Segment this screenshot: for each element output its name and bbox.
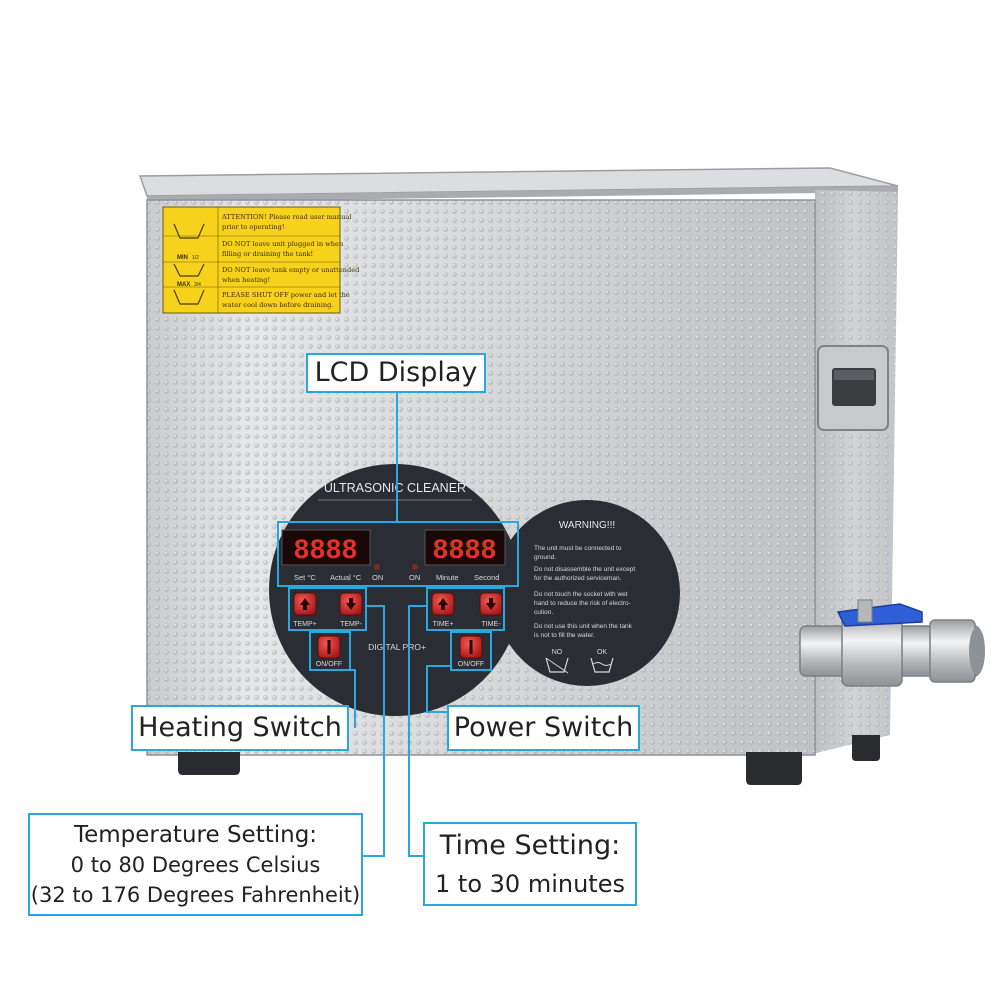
tank-lid-rim	[138, 167, 899, 202]
display-label-minute: Minute	[436, 573, 459, 582]
power-onoff-button[interactable]: ON/OFF	[458, 635, 484, 668]
warning-line: Do not touch the socket with wet	[534, 591, 628, 598]
display-label-actual: Actual °C	[330, 573, 362, 582]
time-plus-button[interactable]: TIME+	[431, 592, 455, 628]
power-onoff-label: ON/OFF	[458, 661, 484, 668]
warning-panel-title: WARNING!!!	[559, 520, 615, 531]
time-setting-callout: Time Setting: 1 to 30 minutes	[423, 822, 637, 906]
arrow-up-icon	[438, 598, 448, 610]
time-minus-label: TIME-	[481, 621, 501, 628]
warning-line: Do not disassemble the unit except	[534, 566, 635, 573]
warning-line: Do not use this unit when the tank	[534, 623, 633, 630]
temperature-led-digits: 8888	[294, 534, 358, 564]
time-callout-line: 1 to 30 minutes	[435, 870, 625, 898]
warning-panel: WARNING!!! The unit must be connected to…	[494, 500, 680, 686]
temperature-callout-line: Temperature Setting:	[73, 822, 318, 848]
drain-valve	[799, 599, 985, 687]
heat-onoff-label: ON/OFF	[316, 661, 342, 668]
display-label-set: Set °C	[294, 573, 316, 582]
heating-onoff-button[interactable]: ON/OFF	[316, 635, 342, 668]
lcd-display-callout: LCD Display	[306, 353, 486, 393]
display-label-on: ON	[372, 573, 383, 582]
sticker-line: prior to operating!	[222, 223, 284, 231]
temp-plus-label: TEMP+	[293, 621, 317, 628]
sticker-max-fraction: 3/4	[194, 282, 201, 288]
sticker-line: PLEASE SHUT OFF power and let the	[222, 291, 350, 299]
time-minus-button[interactable]: TIME-	[479, 592, 503, 628]
warning-line: cution.	[534, 609, 553, 616]
lcd-display-callout-text: LCD Display	[314, 357, 478, 388]
temp-minus-button[interactable]: TEMP-	[339, 592, 363, 628]
ok-label: OK	[597, 649, 607, 656]
sticker-line: filling or draining the tank!	[222, 250, 313, 258]
heating-switch-callout-text: Heating Switch	[138, 712, 342, 743]
sticker-max-label: MAX	[177, 282, 190, 288]
time-led-display	[424, 529, 506, 566]
warning-sticker: MIN 1/2 MAX 3/4 ATTENTION! Please read u…	[162, 206, 360, 314]
model-label: DIGITAL PRO+	[368, 642, 426, 652]
tank-max-icon	[173, 289, 205, 305]
sticker-line: DO NOT leave unit plugged in when	[222, 240, 344, 248]
temperature-setting-callout: Temperature Setting: 0 to 80 Degrees Cel…	[28, 813, 363, 916]
brand-label: ULTRASONIC CLEANER	[324, 481, 466, 495]
side-carry-handle	[817, 345, 889, 431]
heat-indicator-led	[374, 564, 380, 570]
temp-minus-label: TEMP-	[340, 621, 362, 628]
tank-min-icon	[173, 223, 205, 239]
temperature-callout-line: 0 to 80 Degrees Celsius	[70, 853, 321, 877]
display-label-second: Second	[474, 573, 499, 582]
temp-plus-button[interactable]: TEMP+	[293, 592, 317, 628]
warning-line: ground.	[534, 554, 556, 561]
display-label-on: ON	[409, 573, 420, 582]
tank-empty-icon	[545, 657, 569, 673]
time-callout-line: Time Setting:	[439, 830, 621, 861]
annotation-leaders	[277, 391, 519, 857]
arrow-down-icon	[346, 598, 356, 610]
heating-switch-callout: Heating Switch	[131, 705, 349, 751]
time-plus-label: TIME+	[433, 621, 454, 628]
temperature-callout-line: (32 to 176 Degrees Fahrenheit)	[30, 883, 361, 907]
sticker-line: when heating!	[222, 276, 270, 284]
no-label: NO	[552, 649, 563, 656]
power-switch-callout-text: Power Switch	[453, 712, 634, 743]
tank-full-icon	[590, 657, 614, 673]
warning-line: The unit must be connected to	[534, 545, 622, 552]
sticker-min-fraction: 1/2	[192, 255, 199, 261]
time-led-digits: 8888	[433, 534, 497, 564]
power-switch-callout: Power Switch	[447, 705, 640, 751]
temperature-led-display	[281, 529, 371, 566]
warning-line: hand to reduce the risk of electro-	[534, 600, 631, 607]
warning-line: is not to fill the water.	[534, 632, 595, 639]
sticker-line: water cool down before draining.	[222, 301, 333, 309]
control-panel: ULTRASONIC CLEANER 8888 Set °C Actual °C…	[269, 464, 521, 716]
arrow-up-icon	[300, 598, 310, 610]
rubber-feet	[178, 735, 880, 785]
arrow-down-icon	[486, 598, 496, 610]
power-indicator-led	[412, 564, 418, 570]
sticker-min-label: MIN	[177, 255, 188, 261]
sticker-line: ATTENTION! Please read user manual	[221, 213, 351, 221]
tank-level-icon	[173, 263, 205, 277]
sticker-line: DO NOT leave tank empty or unattended	[222, 266, 360, 274]
warning-line: for the authorized serviceman.	[534, 575, 622, 582]
